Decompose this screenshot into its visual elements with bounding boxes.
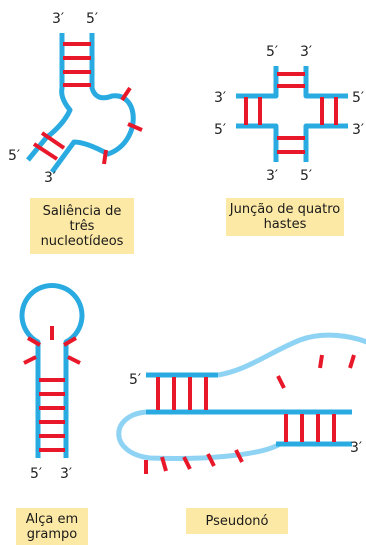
bulge-base-pair bbox=[32, 142, 59, 161]
bulge-left-strand bbox=[26, 33, 73, 162]
pseudoknot-structure: 5′ 3′ bbox=[116, 332, 366, 474]
pseudoknot-unpaired-base bbox=[160, 456, 168, 472]
hairpin-loop-base bbox=[67, 355, 81, 365]
junction-strand-bottom-left bbox=[236, 123, 279, 162]
bulge-5prime-top: 5′ bbox=[86, 11, 98, 27]
junction-3prime-top: 3′ bbox=[300, 44, 312, 60]
bulge-structure: 3′ 5′ 5′ 3′ bbox=[8, 11, 143, 186]
bulge-unpaired-base bbox=[127, 122, 143, 132]
junction-structure: 5′ 3′ 3′ 5′ 5′ 3′ 3′ 5′ bbox=[214, 44, 364, 184]
hairpin-loop-base bbox=[26, 336, 42, 347]
hairpin-loop-base bbox=[62, 336, 78, 347]
hairpin-5prime: 5′ bbox=[30, 466, 42, 482]
pseudoknot-unpaired-base bbox=[318, 354, 324, 369]
pseudoknot-5prime: 5′ bbox=[129, 372, 141, 388]
junction-strand-top-left bbox=[236, 66, 279, 99]
junction-5prime-right: 5′ bbox=[352, 90, 364, 106]
bulge-5prime-bottom: 5′ bbox=[8, 148, 20, 164]
junction-caption: Junção de quatro hastes bbox=[226, 198, 344, 236]
pseudoknot-unpaired-base bbox=[276, 375, 286, 389]
bulge-caption: Saliência de três nucleotídeos bbox=[30, 198, 134, 254]
bulge-3prime-bottom: 3′ bbox=[44, 170, 56, 186]
junction-3prime-right: 3′ bbox=[352, 122, 364, 138]
bulge-right-strand bbox=[49, 33, 136, 174]
pseudoknot-upper-loop bbox=[217, 332, 366, 378]
bulge-base-pair bbox=[40, 131, 66, 150]
hairpin-caption: Alça em grampo bbox=[16, 508, 88, 545]
hairpin-loop-base bbox=[23, 355, 37, 365]
junction-strand-top-right bbox=[303, 66, 348, 99]
pseudoknot-lower-loop bbox=[116, 409, 282, 461]
junction-3prime-left: 3′ bbox=[214, 90, 226, 106]
pseudoknot-unpaired-base bbox=[348, 354, 356, 369]
hairpin-3prime: 3′ bbox=[60, 466, 72, 482]
pseudoknot-unpaired-base bbox=[206, 453, 216, 467]
junction-5prime-left: 5′ bbox=[214, 122, 226, 138]
junction-3prime-bottom: 3′ bbox=[266, 168, 278, 184]
bulge-unpaired-base bbox=[102, 149, 108, 165]
junction-5prime-top: 5′ bbox=[266, 44, 278, 60]
bulge-unpaired-base bbox=[120, 86, 132, 102]
pseudoknot-unpaired-base bbox=[234, 449, 244, 463]
junction-5prime-bottom: 5′ bbox=[300, 168, 312, 184]
hairpin-structure: 5′ 3′ bbox=[19, 283, 85, 482]
junction-strand-bottom-right bbox=[303, 123, 348, 162]
hairpin-strand bbox=[19, 283, 85, 458]
pseudoknot-unpaired-base bbox=[182, 456, 192, 470]
pseudoknot-3prime: 3′ bbox=[350, 440, 362, 456]
bulge-3prime-top: 3′ bbox=[52, 11, 64, 27]
pseudoknot-caption: Pseudonó bbox=[186, 508, 288, 534]
